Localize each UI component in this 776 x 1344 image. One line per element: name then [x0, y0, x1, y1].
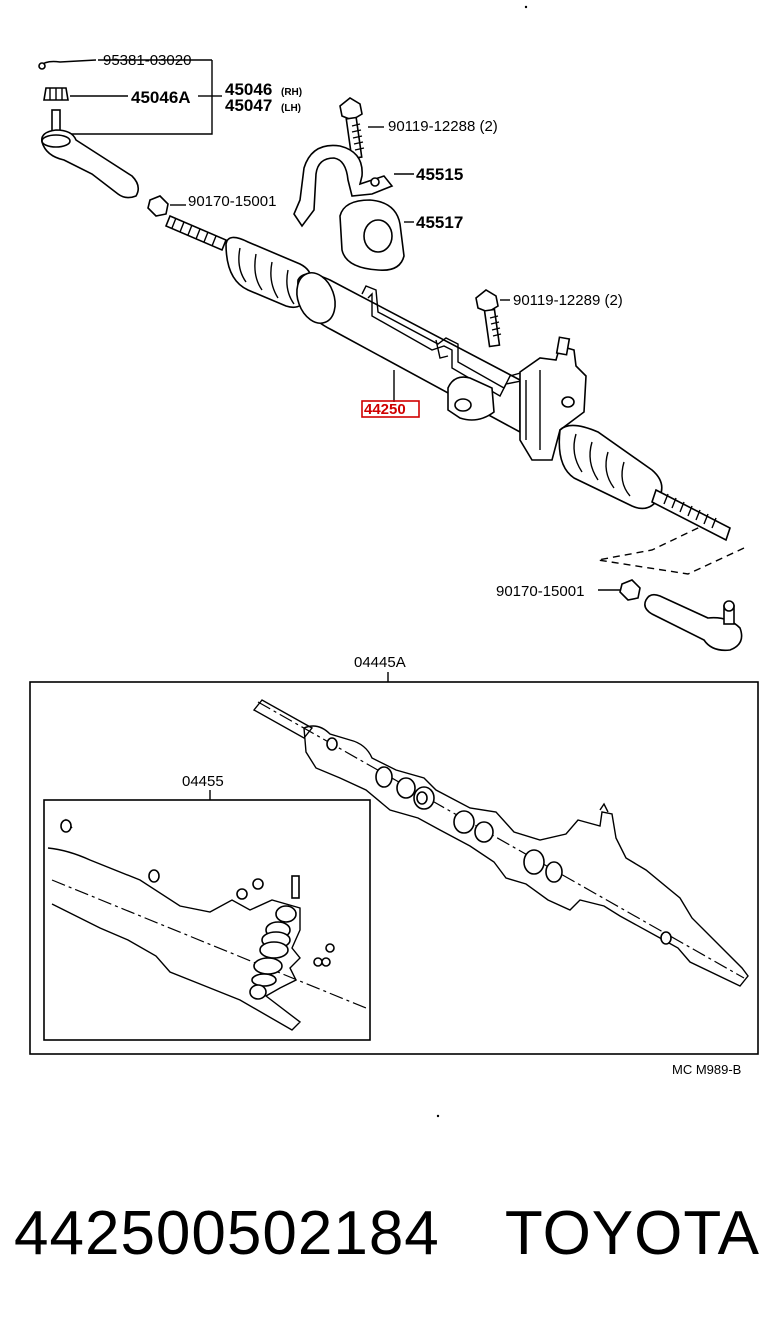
label-44250: 44250: [364, 401, 406, 418]
label-04445a: 04445A: [354, 654, 406, 671]
kit-04445a-housing: [252, 699, 749, 987]
cotter-pin-part: [38, 59, 97, 70]
castle-nut-part: [43, 87, 69, 101]
footer-bar: 442500502184 TOYOTA: [0, 1198, 776, 1298]
kit-04455-box: [43, 799, 371, 1041]
label-45517: 45517: [416, 213, 463, 232]
lock-nut-lower: [619, 579, 641, 601]
kit-04445a-box: [29, 681, 759, 1055]
bushing-45517: [339, 199, 405, 272]
bolt-90119-12288: [339, 97, 365, 160]
label-04455: 04455: [182, 773, 224, 790]
tie-rod-end-right: [644, 593, 743, 652]
kit-04455-housing: [47, 818, 367, 1031]
lock-nut-upper: [147, 195, 169, 217]
footer-brand: TOYOTA: [504, 1199, 760, 1268]
label-90170-15001-lower: 90170-15001: [496, 583, 584, 600]
label-45047: 45047: [225, 96, 272, 115]
steering-rack-assembly: [164, 214, 731, 542]
label-rh: (RH): [281, 87, 302, 98]
footer-part-number: 442500502184: [14, 1199, 440, 1268]
bracket-45515: [293, 144, 394, 228]
label-lh: (LH): [281, 103, 301, 114]
label-45046a: 45046A: [131, 88, 191, 107]
tie-rod-end-left: [40, 109, 140, 199]
label-90170-15001-upper: 90170-15001: [188, 193, 276, 210]
figure-reference: MC M989-B: [672, 1062, 741, 1077]
label-90119-12289: 90119-12289 (2): [513, 292, 623, 309]
label-95381-03020: 95381-03020: [103, 52, 191, 69]
label-45046: 45046: [225, 80, 272, 99]
label-90119-12288: 90119-12288 (2): [388, 118, 498, 135]
bolt-90119-12289: [475, 289, 502, 348]
highlight-box: [361, 400, 420, 418]
label-45515: 45515: [416, 165, 463, 184]
